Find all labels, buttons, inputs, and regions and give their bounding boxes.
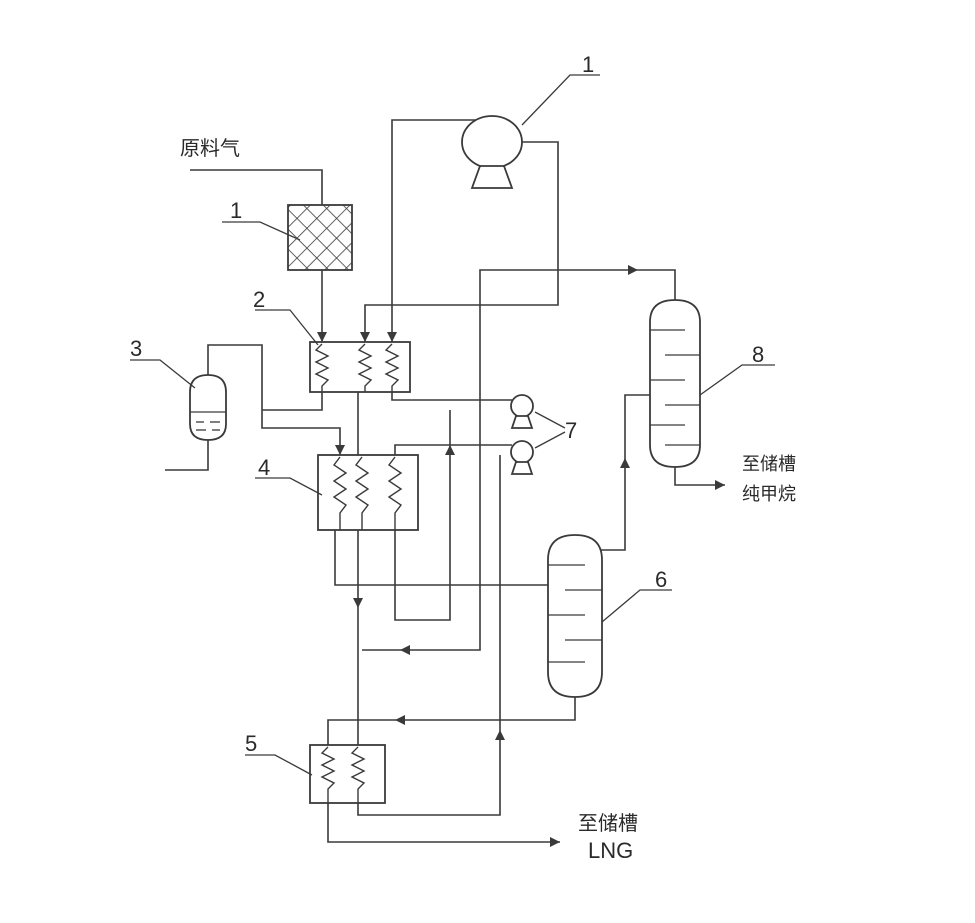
arrow-up (495, 730, 505, 740)
column8-feed-line (479, 269, 676, 560)
label-pumps7-number: 7 (565, 418, 577, 443)
column-8 (649, 299, 701, 468)
to-storage-methane-label: 至储槽 (742, 454, 796, 475)
arrow-right (715, 480, 725, 490)
pure-methane-out-line (674, 465, 725, 486)
arrow-down (335, 445, 345, 455)
arrow-down (360, 332, 370, 342)
arrow-right (550, 837, 560, 847)
piping (165, 119, 725, 847)
label-column8-number: 8 (752, 342, 764, 367)
arrow-down (387, 332, 397, 342)
compressor (461, 115, 523, 189)
arrow-up (620, 458, 630, 468)
arrow-right (628, 265, 638, 275)
leader-lines (130, 74, 775, 776)
arrow-down (317, 332, 327, 342)
hx4-to-pump-line (394, 444, 512, 455)
hx2-outlet-line (262, 392, 323, 411)
heat-exchanger-2 (309, 341, 411, 393)
hx2-to-pump-line (391, 392, 512, 401)
pumps-7 (510, 394, 534, 475)
pump7-upper-loop (394, 410, 451, 621)
lng-out-line (327, 790, 560, 843)
label-purifier-number: 1 (230, 198, 242, 223)
label-hx2-number: 2 (253, 287, 265, 312)
column6-bottom-line (327, 695, 576, 745)
return-line-650 (362, 560, 481, 651)
feed-gas-line (190, 169, 323, 205)
lng-label: LNG (588, 838, 633, 863)
label-column6-number: 6 (655, 567, 667, 592)
feed-gas-label: 原料气 (180, 136, 240, 160)
arrow-down (353, 598, 363, 608)
heat-exchanger-4 (317, 454, 419, 531)
arrow-left (395, 715, 405, 725)
separator-3 (189, 374, 227, 441)
label-compressor-number: 1 (582, 52, 594, 77)
compressor-suction-line (391, 119, 490, 342)
heat-exchanger-5 (309, 744, 386, 804)
column6-overhead-line (600, 394, 650, 551)
separator3-overhead-line (207, 344, 341, 455)
hx4-to-column6-line (334, 530, 548, 586)
arrow-left (400, 645, 410, 655)
column-6 (547, 534, 603, 698)
compressor-discharge-line (364, 141, 559, 342)
label-hx5-number: 5 (245, 731, 257, 756)
separator3-bottom-line (165, 438, 209, 471)
label-separator3-number: 3 (130, 336, 142, 361)
purifier (287, 204, 353, 271)
pure-methane-label: 纯甲烷 (742, 484, 796, 505)
arrow-up (445, 445, 455, 455)
label-hx4-number: 4 (258, 455, 270, 480)
to-storage-lng-label: 至储槽 (578, 811, 638, 835)
